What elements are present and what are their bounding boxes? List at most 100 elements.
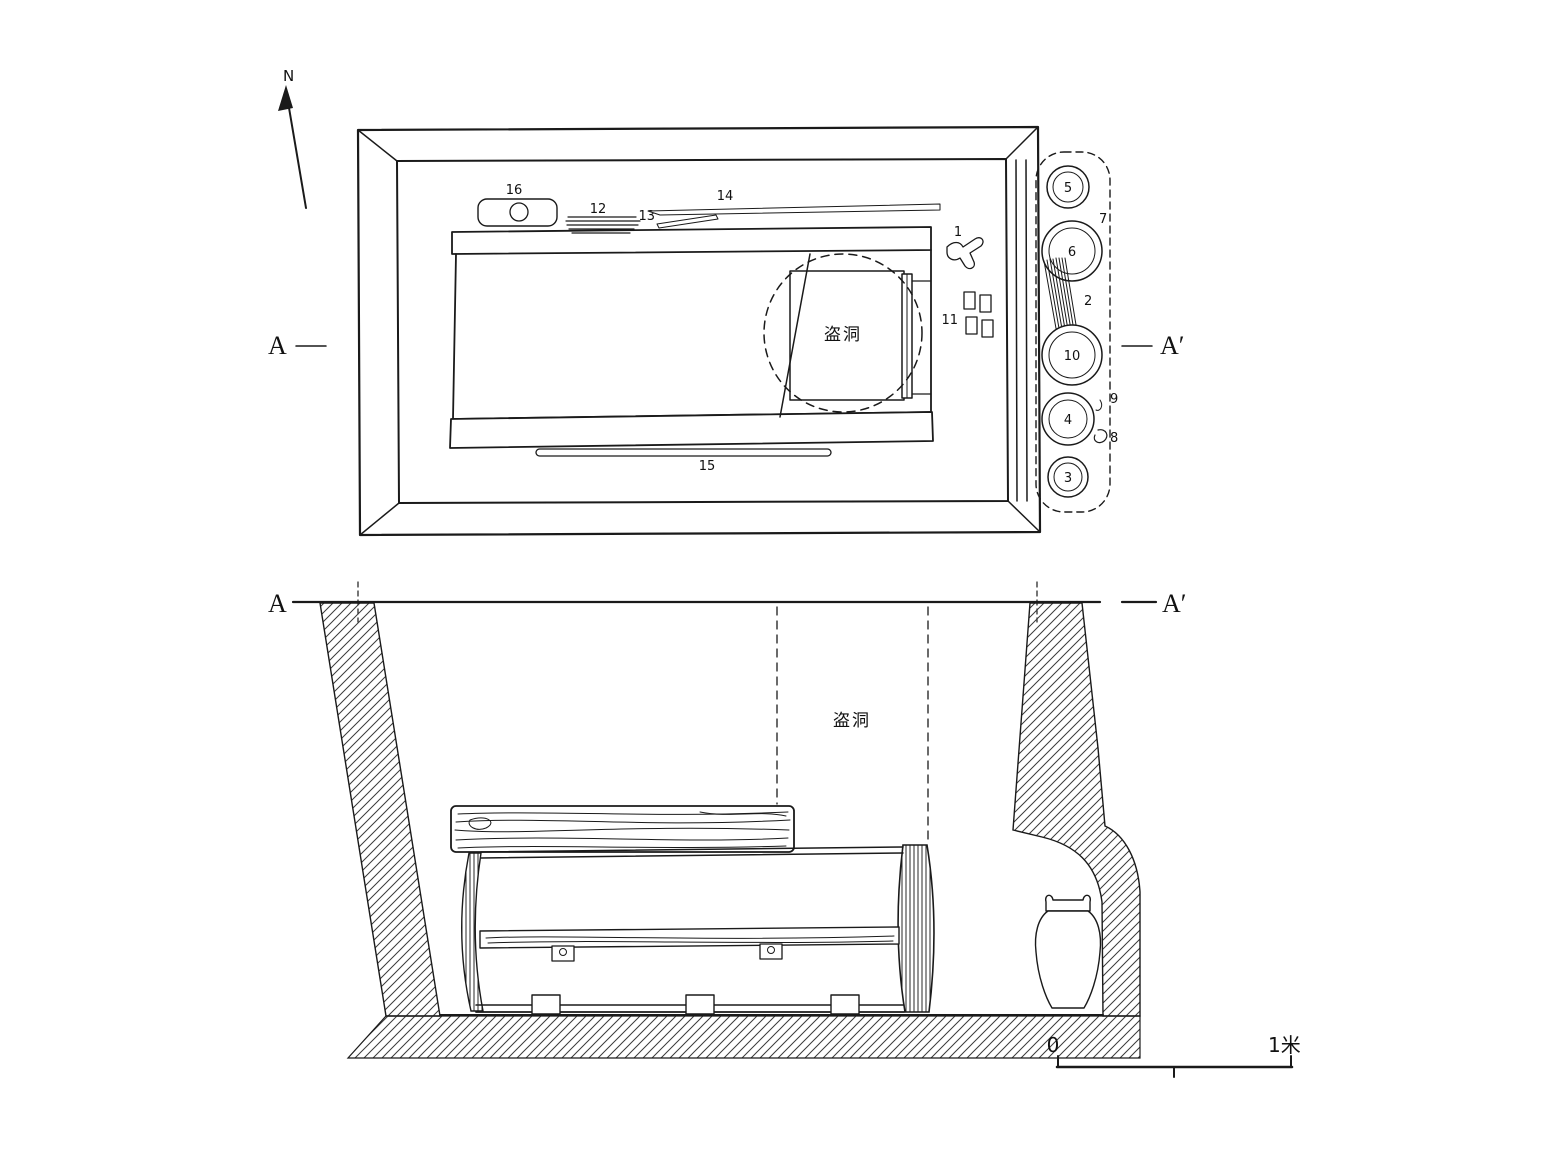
pot-rim [1041,324,1103,386]
left-wall-earth [319,602,441,1017]
grain-line [457,845,787,849]
artifact-15-label: 15 [699,459,716,474]
profile-robber-hole: 盗洞 [776,606,929,843]
plan-coffin [449,226,934,449]
pit-corner-bevel [1007,500,1041,533]
floor-plank-grain [485,935,895,944]
lid-plank-grain [454,811,791,849]
plan-section-line: A A′ [268,331,1184,360]
grain-line [455,837,789,841]
artifact-15-rod [535,448,832,457]
niche-outline [1035,151,1111,513]
pot-rim [1041,392,1095,446]
bundle-stick [1061,257,1076,338]
scale-zero-label: 0 [1047,1033,1060,1057]
profile-view: A A′ 盗洞 [268,581,1301,1078]
scale-max-label: 1米 [1268,1033,1301,1057]
artifact-13-wedge [656,214,719,229]
coffin-top-line-inner [480,852,904,859]
coffin-support-timber [685,994,715,1015]
robber-hole-outline [763,253,923,413]
plank-support-block [759,943,783,960]
bundle-stick [1055,257,1070,337]
pot-mouth [1048,399,1088,439]
pot-mouth [1053,462,1083,492]
artifact-1-label: 1 [954,225,962,240]
coffin-foot-board [461,852,484,1012]
pot-4-label: 4 [1064,413,1072,428]
profile-section-right-label: A′ [1162,589,1186,618]
plaque [963,291,976,310]
pot-10: 10 [1041,324,1103,386]
grain-line [455,819,791,824]
plaque [965,316,978,335]
artifact-14-rod [647,203,941,216]
profile-coffin [450,805,935,1015]
coffin-head-board [897,844,935,1013]
north-label: N [283,67,294,85]
grain-knot [468,817,492,830]
pot-mouth [1052,171,1084,203]
grain-line [487,940,894,944]
pot-5: 5 [1046,165,1090,209]
coffin-support-timber [531,994,561,1015]
artifact-9-mark [1095,399,1103,411]
pot-6: 6 [1041,220,1103,282]
plank-support-block [551,945,575,962]
bundle-stick [1049,258,1064,336]
artifact-2-bundle [1043,257,1079,338]
pit-corner-bevel [1005,126,1039,160]
coffin-support-timber [830,994,860,1015]
artifact-9-label: 9 [1110,392,1118,407]
plan-artifacts: 16 12 13 14 1 [477,183,994,474]
coffin-bottom-beam [449,411,934,449]
profile-section-left-label: A [268,589,287,618]
profile-ground: A A′ [268,581,1186,623]
pot-5-label: 5 [1064,181,1072,196]
profile-niche-pot [1034,894,1102,1009]
coffin-lid-break-line [779,253,811,418]
compass: N [278,67,307,209]
artifact-16-box [477,198,558,227]
coffin-left-edge [452,253,457,420]
coffin-inner-chamber [789,270,905,401]
artifact-8-label: 8 [1110,431,1118,446]
bundle-stick [1064,257,1079,338]
pot-3-label: 3 [1064,471,1072,486]
artifact-13-label: 13 [638,209,655,224]
north-arrow-head [278,85,293,111]
scale-bar: 0 1米 [1047,1033,1301,1078]
artifact-12-label: 12 [590,202,607,217]
robber-hole-label: 盗洞 [833,711,871,731]
pot-6-label: 6 [1068,245,1076,260]
coffin-top-beam [451,226,932,255]
profile-earth [319,602,1141,1059]
plan-pit-outline [356,125,1042,537]
grain-line [699,811,787,817]
pot-3: 3 [1047,456,1089,498]
plank-support-peg [559,948,567,956]
bundle-stick [1046,259,1061,335]
artifact-14-label: 14 [717,189,734,204]
pot-mouth [1048,331,1096,379]
pot-mouth [1048,227,1096,275]
grain-line [454,827,790,833]
plan-view: 盗洞 16 12 13 14 1 [268,125,1184,537]
artifact-16-ring [509,202,529,222]
plaque [981,319,994,338]
plan-section-right-label: A′ [1160,331,1184,360]
plank-support-peg [767,946,775,954]
artifact-2-label: 2 [1084,294,1092,309]
plan-section-left-label: A [268,331,287,360]
pit-ledge-line [1025,159,1028,502]
plaque [979,294,992,313]
robber-hole-label: 盗洞 [824,325,862,345]
pot-10-label: 10 [1064,349,1081,364]
artifact-12-slips [565,216,641,234]
bundle-stick [1058,257,1073,337]
plan-niche: 5 7 6 2 10 [1035,151,1118,513]
pot-4: 4 [1041,392,1095,446]
artifact-16-label: 16 [506,183,523,198]
